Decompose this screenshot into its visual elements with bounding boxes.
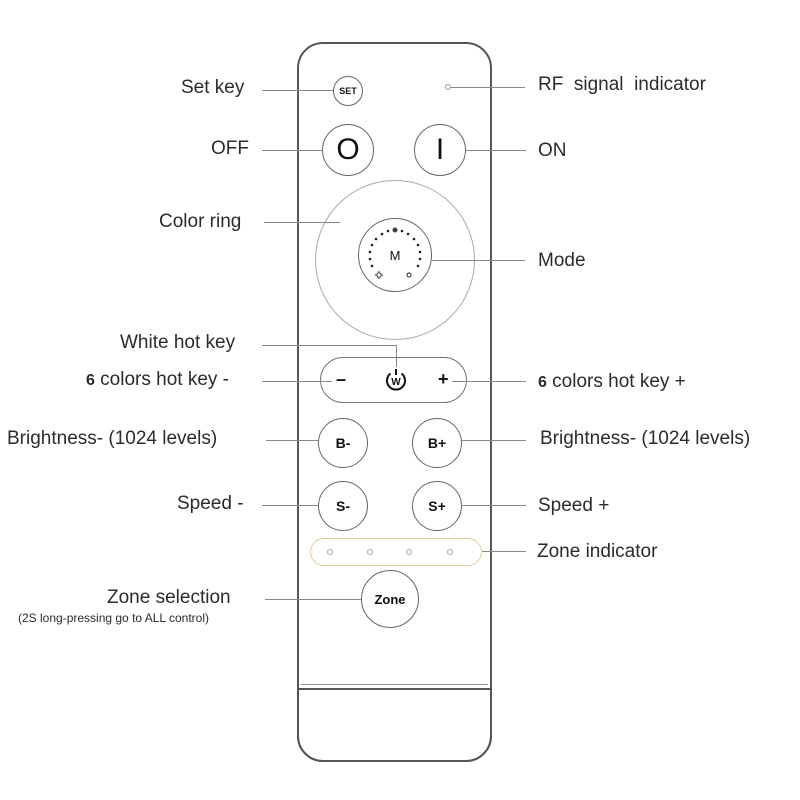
leader-zone-indicator xyxy=(482,551,526,552)
speed-plus-label: S+ xyxy=(428,498,446,514)
zone-indicator-label: Zone indicator xyxy=(537,541,658,562)
on-button-label: I xyxy=(435,133,445,166)
mode-button[interactable]: M xyxy=(358,218,432,292)
leader-rf xyxy=(451,87,525,88)
speed-minus-button[interactable]: S- xyxy=(318,481,368,531)
zone-led-2 xyxy=(367,549,373,555)
speed-minus-text: Speed - xyxy=(177,493,244,514)
colors-minus-button[interactable]: – xyxy=(336,369,347,389)
off-button[interactable]: O xyxy=(322,124,374,176)
leader-colors-minus xyxy=(262,381,332,382)
set-button-label: SET xyxy=(339,86,357,96)
remote-bottom-cap xyxy=(297,688,492,762)
zone-selection-note: (2S long-pressing go to ALL control) xyxy=(18,611,209,625)
leader-speed-plus xyxy=(462,505,526,506)
remote-seam xyxy=(301,684,488,685)
leader-speed-minus xyxy=(262,505,318,506)
color-ring-label: Color ring xyxy=(159,211,242,232)
zone-led-3 xyxy=(406,549,412,555)
leader-white-h xyxy=(262,345,396,346)
colors-plus-button[interactable]: + xyxy=(438,369,449,389)
white-hot-key-text: White hot key xyxy=(120,332,236,353)
set-button[interactable]: SET xyxy=(333,76,363,106)
rf-indicator-label: RF signal indicator xyxy=(538,74,706,95)
mode-button-label: M xyxy=(389,247,401,263)
leader-brightness-plus xyxy=(462,440,526,441)
on-label: ON xyxy=(538,140,567,161)
colors-plus-number: 6 xyxy=(538,374,547,391)
leader-brightness-minus xyxy=(266,440,318,441)
white-hot-key-label: W xyxy=(391,377,401,388)
dotted-ring-icon xyxy=(368,227,421,279)
zone-indicator-strip xyxy=(310,538,482,566)
colors-minus-text: colors hot key - xyxy=(94,369,230,390)
colors-plus-label: 6 colors hot key + xyxy=(538,371,686,393)
speed-plus-button[interactable]: S+ xyxy=(412,481,462,531)
mode-label: Mode xyxy=(538,250,586,271)
brightness-plus-button[interactable]: B+ xyxy=(412,418,462,468)
zone-button-label: Zone xyxy=(374,591,406,607)
on-button[interactable]: I xyxy=(414,124,466,176)
colors-plus-text: colors hot key + xyxy=(546,371,686,392)
leader-off xyxy=(262,150,322,151)
leader-color-ring xyxy=(264,222,340,223)
speed-plus-text: Speed + xyxy=(538,495,610,516)
colors-minus-number: 6 xyxy=(86,372,95,389)
colors-minus-label: 6 colors hot key - xyxy=(86,369,229,391)
leader-mode xyxy=(432,260,525,261)
brightness-minus-text: Brightness- (1024 levels) xyxy=(7,428,218,449)
zone-led-1 xyxy=(327,549,333,555)
leader-on xyxy=(466,150,526,151)
brightness-minus-label: B- xyxy=(335,435,351,451)
leader-white-v xyxy=(396,345,397,367)
hot-key-bar xyxy=(320,357,467,403)
leader-colors-plus xyxy=(452,381,526,382)
brightness-minus-button[interactable]: B- xyxy=(318,418,368,468)
white-hot-key-button[interactable]: W xyxy=(382,366,410,394)
set-key-label: Set key xyxy=(181,77,245,98)
leader-set xyxy=(262,90,333,91)
brightness-plus-label: B+ xyxy=(427,435,447,451)
speed-minus-label: S- xyxy=(336,498,350,514)
off-label: OFF xyxy=(211,138,249,159)
zone-led-4 xyxy=(447,549,453,555)
power-w-icon: W xyxy=(386,369,406,391)
leader-zone-selection xyxy=(265,599,361,600)
rf-indicator-led xyxy=(445,84,451,90)
brightness-plus-text: Brightness- (1024 levels) xyxy=(540,428,751,449)
zone-selection-text: Zone selection xyxy=(107,587,231,608)
off-button-label: O xyxy=(336,133,360,166)
zone-button[interactable]: Zone xyxy=(361,570,419,628)
